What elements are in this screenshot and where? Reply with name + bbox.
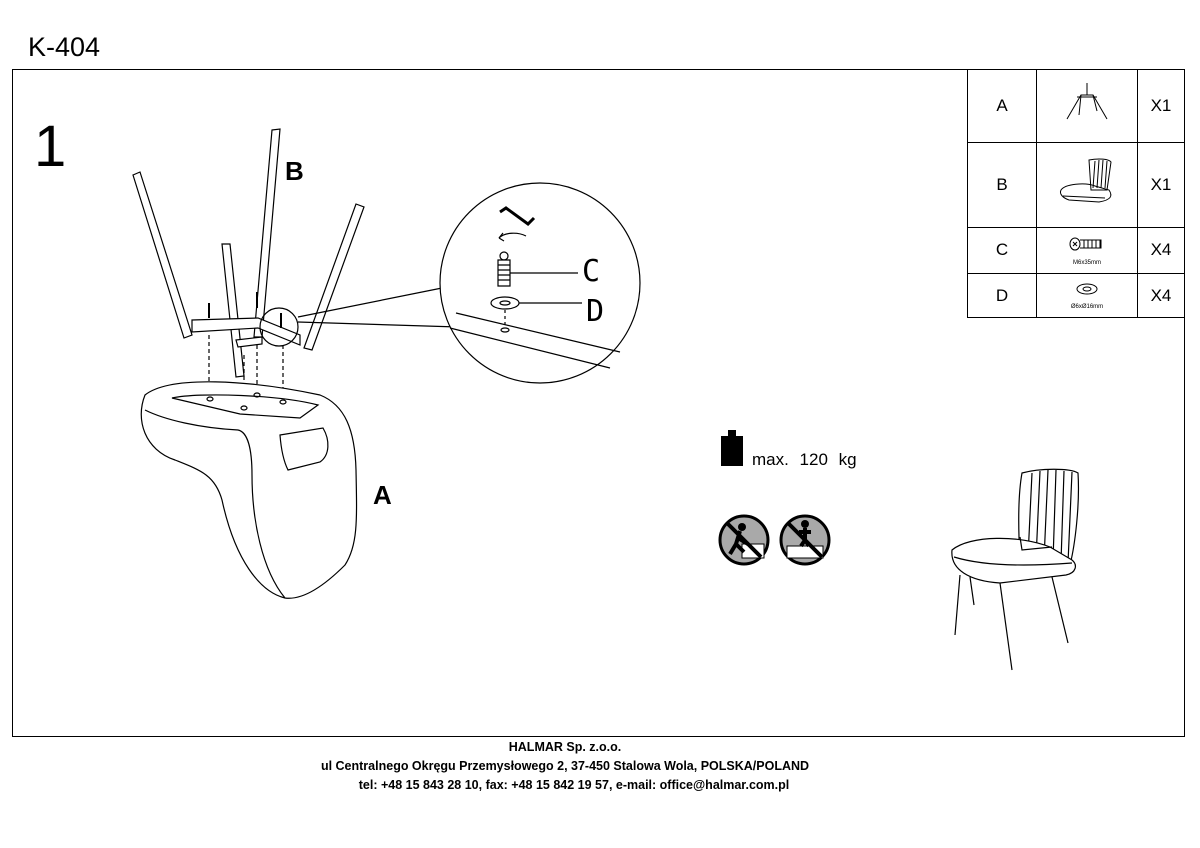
assembled-chair-illustration [951, 468, 1080, 671]
part-image [1036, 69, 1138, 143]
instruction-frame [12, 69, 1185, 737]
part-letter: C [967, 226, 1037, 275]
part-image: M6x35mm [1036, 226, 1138, 275]
weight-icon [721, 430, 743, 466]
parts-row: D Ø6xØ16mm X4 [967, 273, 1185, 318]
parts-row: B X1 [967, 141, 1185, 228]
part-letter: A [967, 69, 1037, 143]
step-number: 1 [34, 114, 67, 179]
chair-legs-frame-icon [1066, 83, 1108, 120]
footer-contact: tel: +48 15 843 28 10, fax: +48 15 842 1… [358, 778, 790, 792]
part-label-a: A [373, 480, 392, 510]
part-qty: X4 [1137, 273, 1185, 318]
footer: HALMAR Sp. z.o.o. ul Centralnego Okręgu … [0, 738, 1130, 795]
part-letter: D [967, 273, 1037, 318]
part-letter: B [967, 141, 1037, 228]
part-qty: X4 [1137, 226, 1185, 275]
callout-d: D [586, 294, 605, 329]
bolt-icon [1069, 237, 1102, 251]
part-image: Ø6xØ16mm [1036, 273, 1138, 318]
parts-table: A X1 B X1 [967, 69, 1185, 318]
footer-address: ul Centralnego Okręgu Przemysłowego 2, 3… [320, 759, 810, 773]
detail-zoom-circle [439, 182, 641, 384]
part-image [1036, 141, 1138, 228]
no-standing-on-seat-icon [718, 514, 770, 566]
part-spec: M6x35mm [1072, 259, 1101, 266]
part-label-b: B [285, 156, 304, 186]
max-weight-label: max. 120 kg [752, 450, 857, 469]
document-title: K-404 [28, 32, 101, 62]
part-spec: Ø6xØ16mm [1070, 304, 1104, 311]
footer-company: HALMAR Sp. z.o.o. [508, 740, 622, 754]
callout-c: C [582, 254, 601, 289]
washer-icon [1076, 283, 1098, 295]
chair-legs-frame-drawing [132, 128, 459, 407]
chair-seat-icon [1060, 158, 1112, 203]
no-climbing-icon [779, 514, 831, 566]
parts-row: C M6x35mm X4 [967, 226, 1185, 275]
part-qty: X1 [1137, 69, 1185, 143]
parts-row: A X1 [967, 69, 1185, 143]
chair-seat-drawing [140, 381, 358, 599]
part-qty: X1 [1137, 141, 1185, 228]
